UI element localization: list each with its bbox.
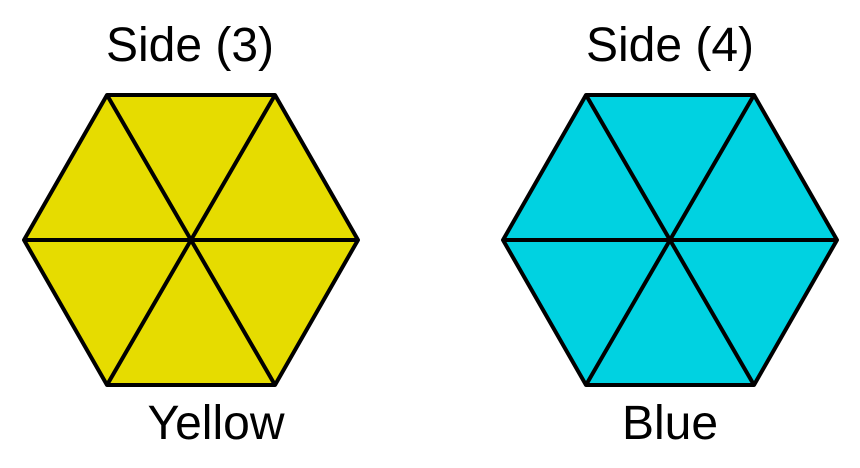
- hexagon-bottom-label: Blue: [621, 397, 719, 450]
- hexagon-top-label: Side (3): [105, 19, 275, 72]
- hexagon-top-label: Side (4): [585, 19, 755, 72]
- yellow-hexagon: [22, 93, 360, 387]
- blue-hexagon: [501, 93, 839, 387]
- hexagon-bottom-label: Yellow: [147, 397, 285, 450]
